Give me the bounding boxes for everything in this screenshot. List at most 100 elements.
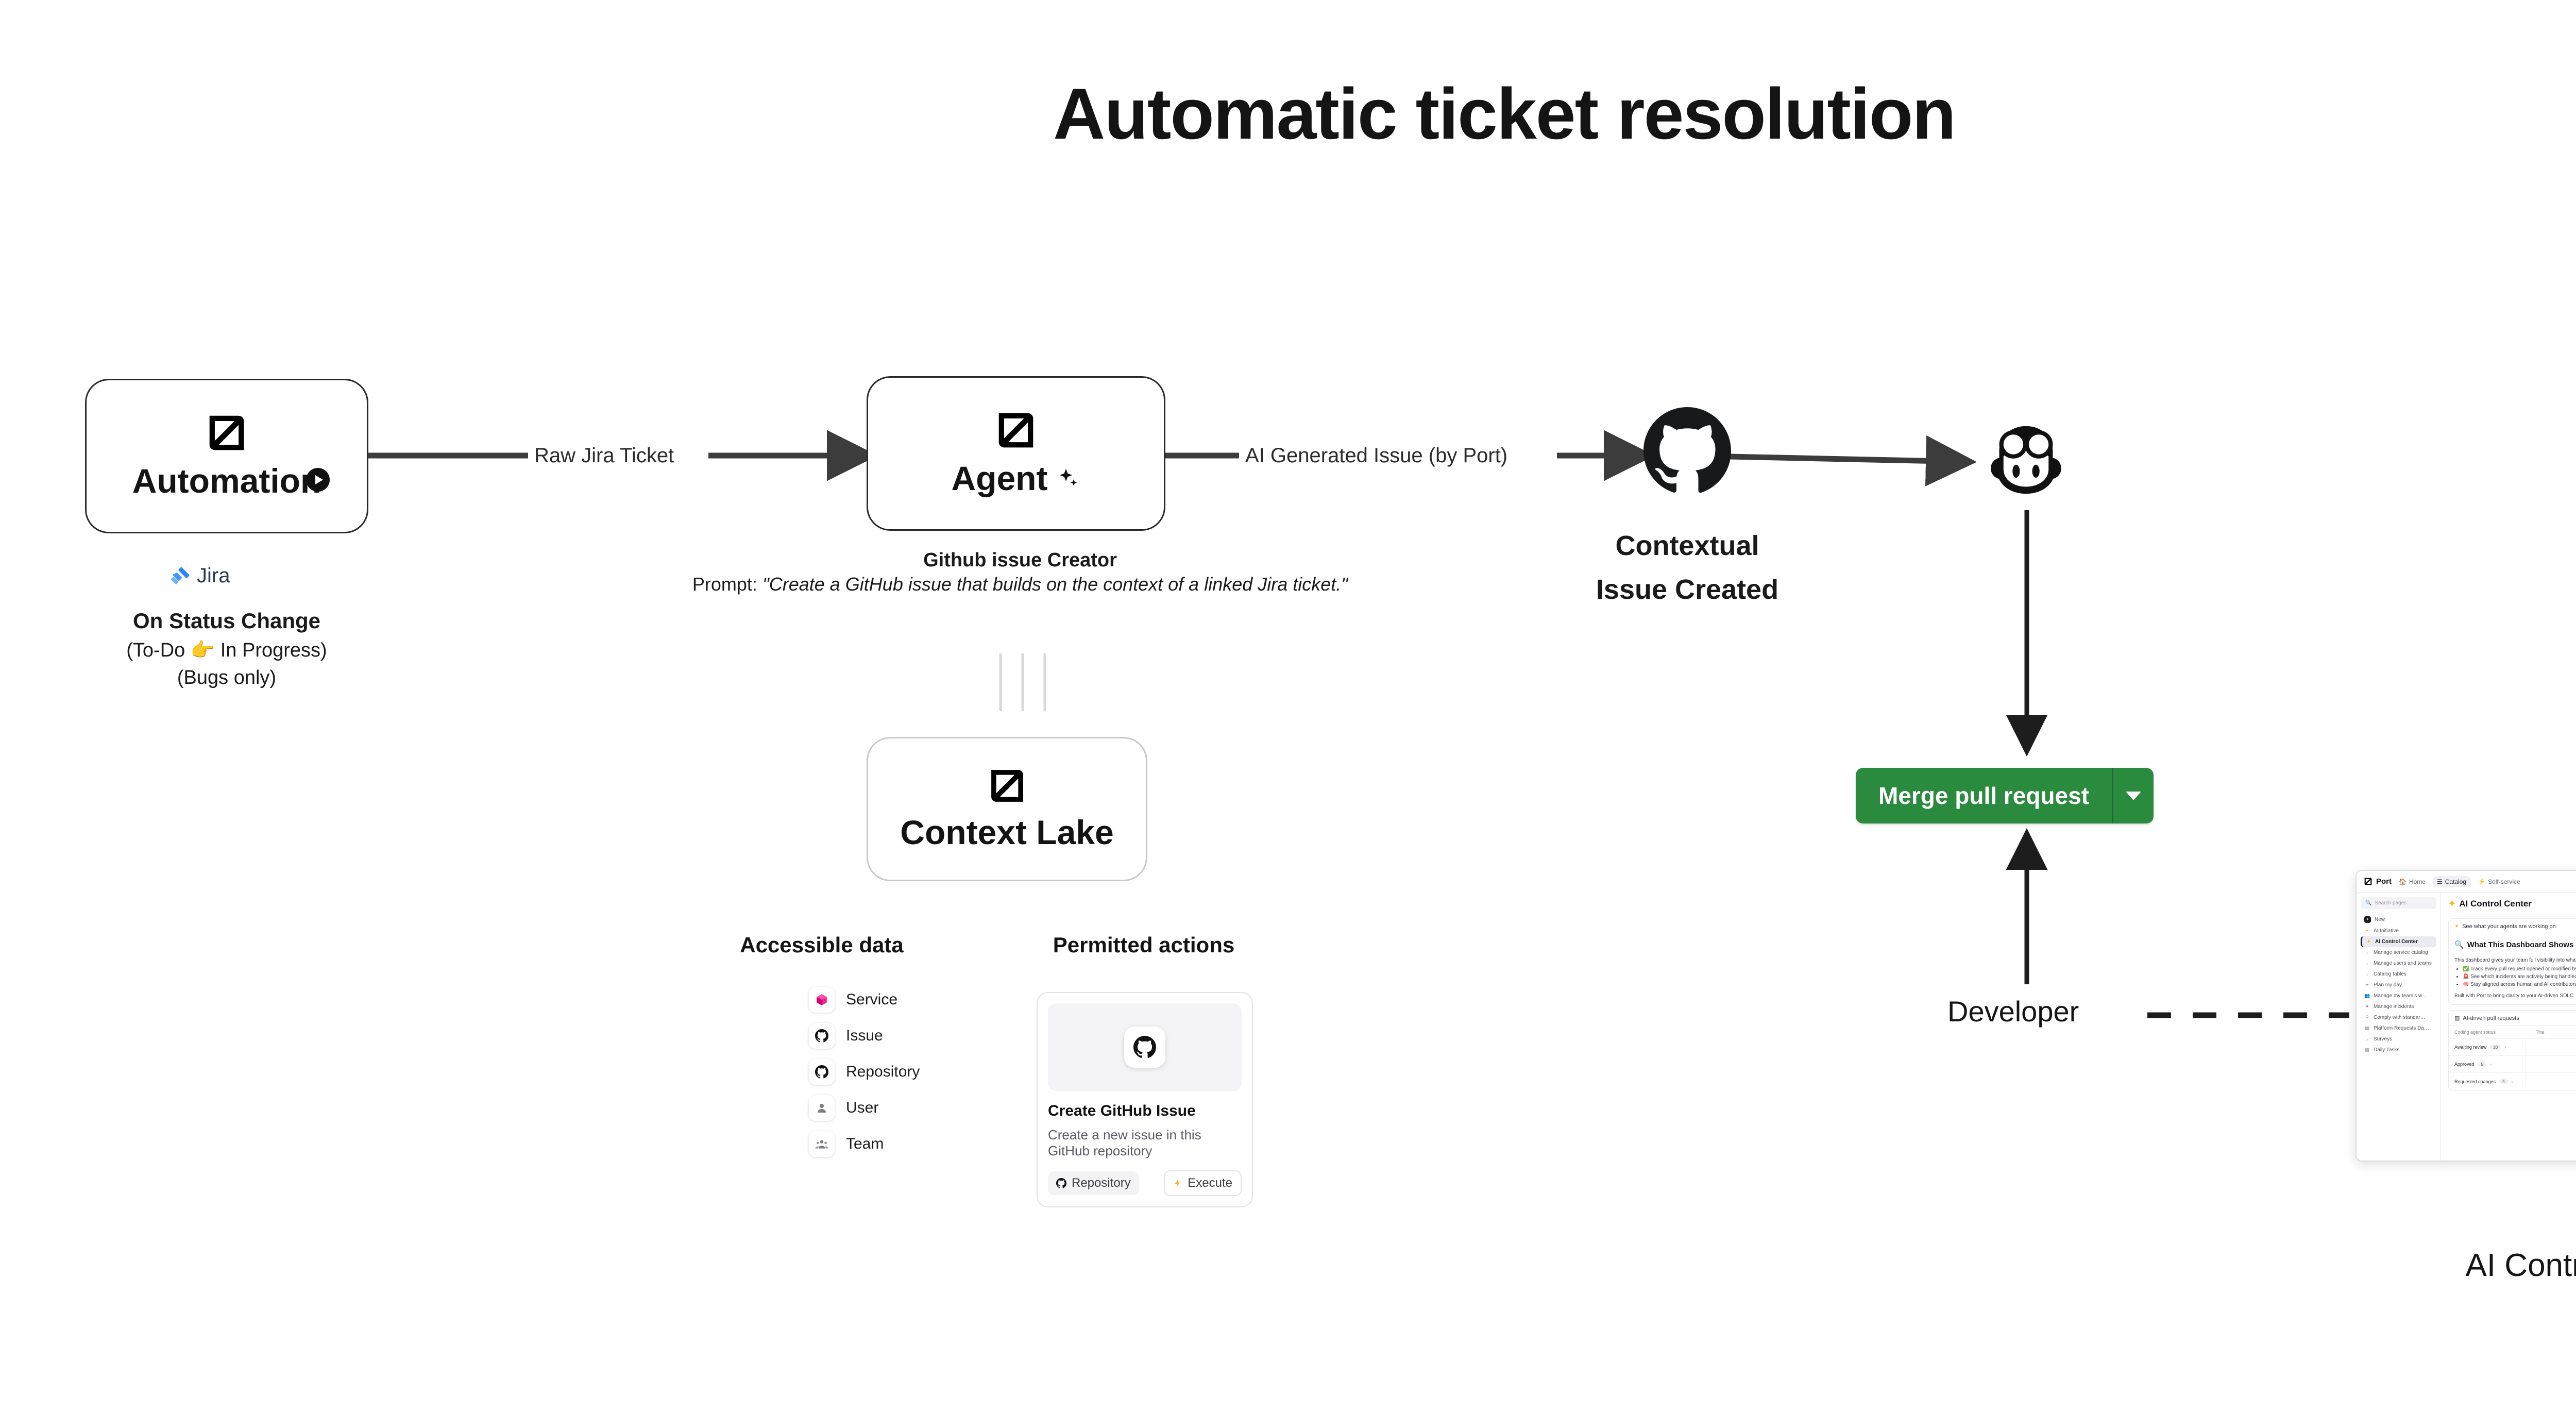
list-item[interactable]: User	[809, 1095, 920, 1121]
chevron-right-icon[interactable]: ›	[2489, 1062, 2492, 1067]
merge-pull-request-button[interactable]: Merge pull request	[1856, 768, 2154, 823]
port-logo-icon	[998, 413, 1033, 448]
dashboard-main: ✦ AI Control Center 👥 + Widget ⋯ ✦ See w…	[2441, 893, 2576, 1161]
ai-control-center-screenshot[interactable]: Port 🏠 Home ☰ Catalog ⚡ Self-service 🔍 S…	[2355, 870, 2576, 1162]
table-row[interactable]: Requested changes 4 ›	[2449, 1073, 2576, 1090]
sparkles-icon: ✦	[2454, 923, 2460, 930]
list-item: ✅ Track every pull request opened or mod…	[2463, 966, 2576, 972]
page-title: Automatic ticket resolution	[1053, 73, 1956, 154]
sidebar-item-platform-requests-dashboard[interactable]: ▦ Platform Requests Da…	[2361, 1023, 2436, 1034]
table-header-row: Coding agent status Title Pull Request U…	[2449, 1026, 2576, 1039]
sidebar-item-manage-users-and-teams[interactable]: › Manage users and teams	[2361, 958, 2436, 969]
table-title: ▥ AI-driven pull requests	[2449, 1011, 2576, 1026]
port-logo-icon	[2364, 878, 2372, 885]
chevron-down-icon[interactable]	[2113, 768, 2154, 823]
dashboard-page-title-label: AI Control Center	[2459, 899, 2532, 909]
node-agent[interactable]: Agent	[867, 376, 1165, 531]
list-item[interactable]: Repository	[809, 1059, 920, 1085]
node-context-lake[interactable]: Context Lake	[867, 737, 1147, 881]
table-row[interactable]: Awaiting review 20 ›	[2449, 1039, 2576, 1056]
list-item: 🚨 See which incidents are actively being…	[2463, 974, 2576, 980]
list-item-label: Issue	[846, 1027, 883, 1044]
port-logo-icon	[209, 415, 244, 450]
sidebar-item-new[interactable]: + New	[2361, 914, 2436, 926]
sidebar-item-manage-service-catalog[interactable]: › Manage service catalog	[2361, 947, 2436, 958]
info-card-intro: This dashboard gives your team full visi…	[2454, 957, 2576, 963]
sidebar-item-surveys[interactable]: › Surveys	[2361, 1034, 2436, 1045]
developer-label: Developer	[1947, 995, 2079, 1028]
node-agent-label: Agent	[952, 459, 1081, 498]
edge-label-ai-generated-issue: AI Generated Issue (by Port)	[1239, 444, 1514, 467]
agent-prompt: Prompt: "Create a GitHub issue that buil…	[608, 571, 1432, 598]
repository-tag-label: Repository	[1072, 1176, 1131, 1190]
dashboard-nav-home-label: Home	[2409, 878, 2426, 885]
dashboard-brand-label: Port	[2376, 877, 2392, 886]
info-card-body: 🔍 What This Dashboard Shows This dashboa…	[2449, 934, 2576, 1004]
execute-button[interactable]: Execute	[1164, 1170, 1242, 1196]
edge-label-raw-jira-ticket: Raw Jira Ticket	[528, 444, 681, 467]
sidebar-item-manage-my-teams-work[interactable]: 👥 Manage my team's w…	[2361, 990, 2436, 1001]
accessible-data-heading: Accessible data	[740, 933, 904, 957]
sidebar-item-label: Manage service catalog	[2374, 950, 2428, 955]
sparkles-icon: ✦	[2365, 928, 2369, 933]
sidebar-item-catalog-tables[interactable]: › Catalog tables	[2361, 969, 2436, 980]
list-item[interactable]: Issue	[809, 1023, 920, 1049]
column-header: Coding agent status	[2454, 1030, 2496, 1035]
table-cell-status: Awaiting review 20 ›	[2449, 1039, 2526, 1055]
dashboard-info-card: ✦ See what your agents are working on 🔍 …	[2448, 918, 2576, 1005]
merge-pull-request-label[interactable]: Merge pull request	[1856, 768, 2112, 823]
list-item: 🧠 Stay aligned across human and AI contr…	[2463, 982, 2576, 987]
magnifier-icon: 🔍	[2454, 940, 2464, 949]
agent-name: Github issue Creator	[923, 549, 1117, 571]
list-item[interactable]: Service	[809, 987, 920, 1013]
sidebar-item-ai-initiative[interactable]: ✦ AI Initiative	[2361, 926, 2436, 936]
action-card-create-github-issue[interactable]: Create GitHub Issue Create a new issue i…	[1037, 992, 1253, 1207]
info-card-heading: 🔍 What This Dashboard Shows	[2454, 940, 2576, 953]
shield-icon: ⚲	[2365, 1015, 2369, 1020]
table-cell-status: Approved 5 ›	[2449, 1056, 2526, 1072]
sidebar-item-label: AI Control Center	[2375, 939, 2418, 945]
table-cell-count: 4	[2499, 1079, 2508, 1084]
permitted-actions-heading: Permitted actions	[1053, 933, 1235, 957]
node-context-lake-label: Context Lake	[900, 813, 1114, 851]
action-card-hero	[1048, 1003, 1242, 1091]
search-icon: 🔍	[2365, 900, 2372, 906]
sidebar-item-daily-tasks[interactable]: ▦ Daily Tasks	[2361, 1045, 2436, 1055]
sidebar-item-ai-control-center[interactable]: ✦ AI Control Center	[2361, 936, 2436, 947]
dashboard-brand[interactable]: Port	[2364, 877, 2392, 886]
dashboard-nav-catalog[interactable]: ☰ Catalog	[2432, 876, 2471, 887]
alert-icon: ✷	[2365, 1004, 2369, 1009]
sidebar-item-label: Surveys	[2374, 1036, 2393, 1042]
chevron-right-icon: ›	[2366, 950, 2368, 955]
sidebar-item-label: Comply with standar…	[2374, 1015, 2426, 1020]
table-icon: ▥	[2454, 1015, 2460, 1021]
table-row[interactable]: Approved 5 ›	[2449, 1056, 2576, 1073]
node-automation[interactable]: Automation	[85, 379, 368, 533]
sidebar-item-plan-my-day[interactable]: ☀ Plan my day	[2361, 980, 2436, 990]
dashboard-nav-catalog-label: Catalog	[2445, 878, 2467, 885]
repository-tag: Repository	[1048, 1171, 1139, 1195]
github-icon	[1056, 1178, 1066, 1188]
list-item[interactable]: Team	[809, 1131, 920, 1157]
play-icon[interactable]	[306, 468, 330, 492]
sidebar-item-comply-with-standards[interactable]: ⚲ Comply with standar…	[2361, 1012, 2436, 1023]
chevron-right-icon[interactable]: ›	[2504, 1045, 2506, 1050]
dashboard-topbar: Port 🏠 Home ☰ Catalog ⚡ Self-service 🔍 S…	[2357, 871, 2576, 893]
dashboard-nav-home[interactable]: 🏠 Home	[2399, 878, 2426, 885]
dashboard-nav-self-service[interactable]: ⚡ Self-service	[2478, 878, 2520, 885]
sidebar-item-label: Manage users and teams	[2374, 961, 2432, 966]
sidebar-item-label: Daily Tasks	[2374, 1047, 2400, 1053]
sidebar-search-input[interactable]: 🔍 Search pages	[2361, 897, 2436, 909]
execute-button-label: Execute	[1188, 1176, 1232, 1190]
sidebar-item-manage-incidents[interactable]: ✷ Manage incidents	[2361, 1001, 2436, 1012]
chevron-right-icon[interactable]: ›	[2511, 1079, 2513, 1084]
sidebar-item-label: Manage incidents	[2374, 1004, 2414, 1010]
info-card-footer: Built with Port to bring clarity to your…	[2454, 993, 2575, 999]
jira-source-label: Jira	[197, 564, 230, 587]
table-cell-status: Requested changes 4 ›	[2449, 1073, 2526, 1090]
user-icon	[809, 1095, 835, 1121]
grid-icon: ▦	[2365, 1047, 2369, 1052]
grid-icon: ▦	[2365, 1026, 2369, 1031]
chevron-right-icon: ›	[2366, 961, 2368, 966]
